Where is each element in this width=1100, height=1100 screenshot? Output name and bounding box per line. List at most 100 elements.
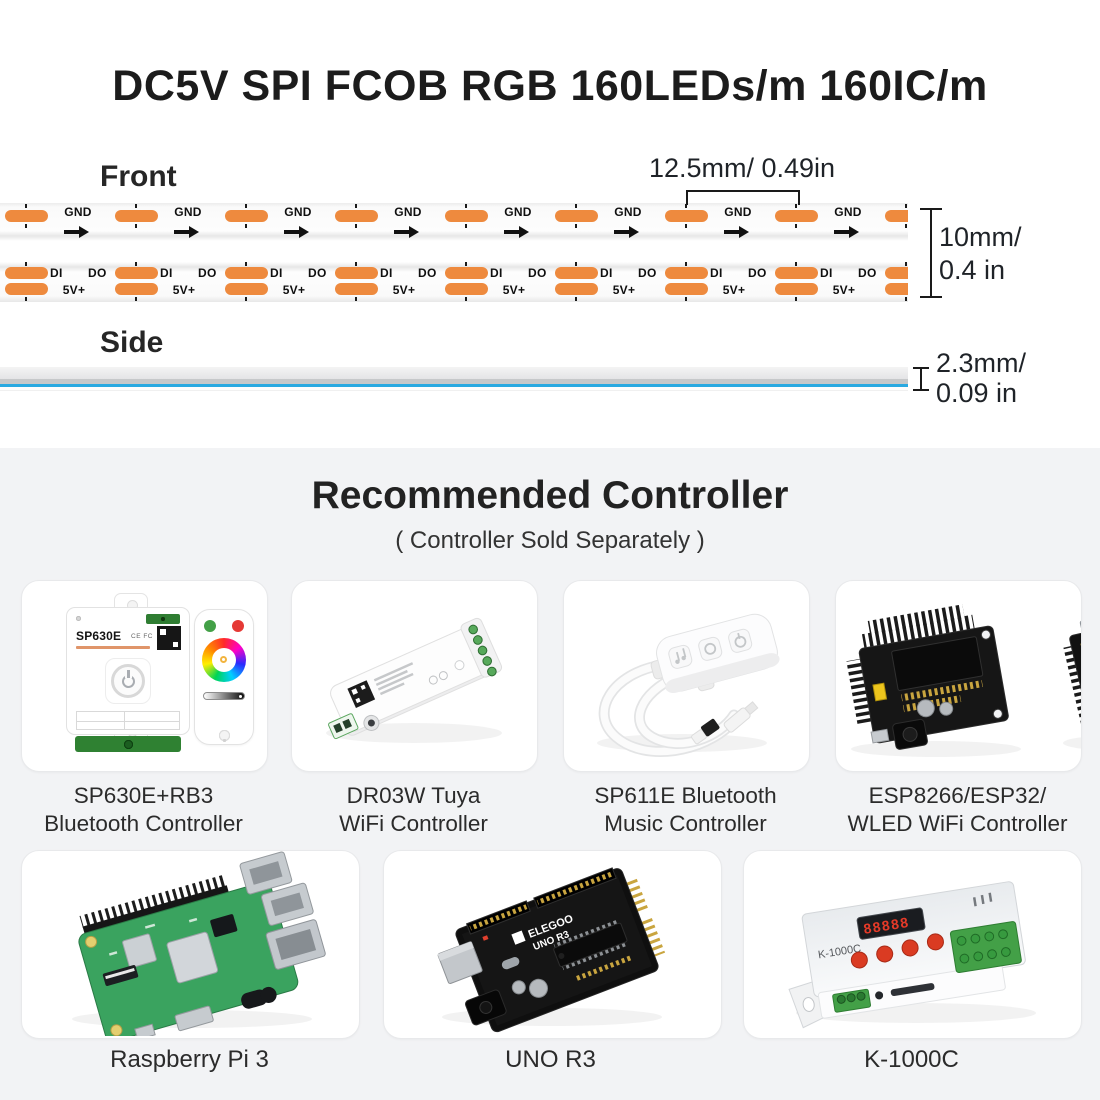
brightness-slider-icon xyxy=(203,692,245,700)
solder-pad xyxy=(335,267,378,279)
gnd-label: GND xyxy=(504,205,532,219)
pitch-dimension-text: 12.5mm/ 0.49in xyxy=(648,153,836,183)
solder-pad xyxy=(445,283,488,295)
pitch-dimension-bracket xyxy=(686,190,800,205)
solder-pad xyxy=(225,283,268,295)
gnd-label: GND xyxy=(174,205,202,219)
do-label: DO xyxy=(858,266,877,280)
solder-pad xyxy=(335,283,378,295)
card-sp611e xyxy=(563,580,810,772)
raspberry-pi-photo xyxy=(72,851,326,1036)
di-label: DI xyxy=(160,266,173,280)
power-label: 5V+ xyxy=(832,283,856,297)
gnd-label: GND xyxy=(284,205,312,219)
side-strip-blue-band xyxy=(0,384,908,387)
k1000c-controller-photo: 88888 K-1000C xyxy=(788,881,1036,1029)
side-strip-shadow-band xyxy=(0,379,908,384)
rb3-remote-photo xyxy=(194,609,254,745)
card-uno-r3: ELEGOO UNO R3 xyxy=(383,850,722,1039)
recommended-heading: Recommended Controller xyxy=(311,474,789,517)
side-strip-base-band xyxy=(0,387,908,391)
width-dimension-text: 10mm/ 0.4 in xyxy=(939,222,1022,285)
solder-pad xyxy=(885,267,908,279)
power-label: 5V+ xyxy=(282,283,306,297)
page-title: DC5V SPI FCOB RGB 160LEDs/m 160IC/m xyxy=(112,62,988,110)
gnd-label: GND xyxy=(394,205,422,219)
power-button-icon xyxy=(111,664,145,698)
di-label: DI xyxy=(380,266,393,280)
caption-raspberry-pi: Raspberry Pi 3 xyxy=(110,1046,269,1073)
di-label: DI xyxy=(820,266,833,280)
solder-pad xyxy=(885,283,908,295)
side-strip-body-band xyxy=(0,367,908,379)
led-strip-side-view xyxy=(0,367,908,391)
power-label: 5V+ xyxy=(392,283,416,297)
di-label: DI xyxy=(50,266,63,280)
power-label: 5V+ xyxy=(612,283,636,297)
solder-pad xyxy=(115,210,158,222)
direction-arrow-icon xyxy=(394,226,419,238)
recommended-subheading: ( Controller Sold Separately ) xyxy=(395,527,705,554)
dr03w-controller-photo xyxy=(326,617,503,743)
card-sp630e: SP630E CE FC xyxy=(21,580,268,772)
gnd-label: GND xyxy=(834,205,862,219)
direction-arrow-icon xyxy=(64,226,89,238)
direction-arrow-icon xyxy=(284,226,309,238)
caption-uno-r3: UNO R3 xyxy=(505,1046,596,1073)
width-dimension-line xyxy=(920,208,942,298)
gnd-label: GND xyxy=(724,205,752,219)
side-view-label: Side xyxy=(100,326,164,359)
terminal-block xyxy=(75,736,181,752)
device-marking: SP630E xyxy=(76,629,122,643)
remote-off-button-icon xyxy=(232,620,244,632)
solder-pad xyxy=(225,267,268,279)
front-view-label: Front xyxy=(100,160,177,193)
di-label: DI xyxy=(490,266,503,280)
remote-on-button-icon xyxy=(204,620,216,632)
do-label: DO xyxy=(748,266,767,280)
gnd-label: GND xyxy=(614,205,642,219)
spec-table xyxy=(76,711,180,730)
sp611e-controller-photo xyxy=(597,613,780,757)
esp-boards-photo xyxy=(846,604,1081,757)
device-certs: CE FC xyxy=(131,633,153,640)
remote-buttons xyxy=(202,708,246,762)
thickness-dimension-text-1: 2.3mm/ xyxy=(936,348,1027,378)
di-label: DI xyxy=(710,266,723,280)
power-label: 5V+ xyxy=(172,283,196,297)
solder-pad xyxy=(885,210,908,222)
solder-pad xyxy=(555,267,598,279)
caption-esp: ESP8266/ESP32/WLED WiFi Controller xyxy=(847,783,1068,836)
card-k1000c: 88888 K-1000C xyxy=(743,850,1082,1039)
solder-pad xyxy=(5,267,48,279)
svg-text:88888: 88888 xyxy=(862,914,910,937)
solder-pad xyxy=(115,283,158,295)
direction-arrow-icon xyxy=(834,226,859,238)
sp630e-controller-photo: SP630E CE FC xyxy=(22,581,267,771)
gnd-label: GND xyxy=(64,205,92,219)
power-label: 5V+ xyxy=(62,283,86,297)
do-label: DO xyxy=(418,266,437,280)
card-raspberry-pi xyxy=(21,850,360,1039)
di-label: DI xyxy=(270,266,283,280)
solder-pad xyxy=(665,210,708,222)
direction-arrow-icon xyxy=(724,226,749,238)
do-label: DO xyxy=(198,266,217,280)
solder-pad xyxy=(445,210,488,222)
solder-pad xyxy=(775,210,818,222)
card-dr03w xyxy=(291,580,538,772)
solder-pad xyxy=(555,210,598,222)
di-label: DI xyxy=(600,266,613,280)
power-label: 5V+ xyxy=(722,283,746,297)
